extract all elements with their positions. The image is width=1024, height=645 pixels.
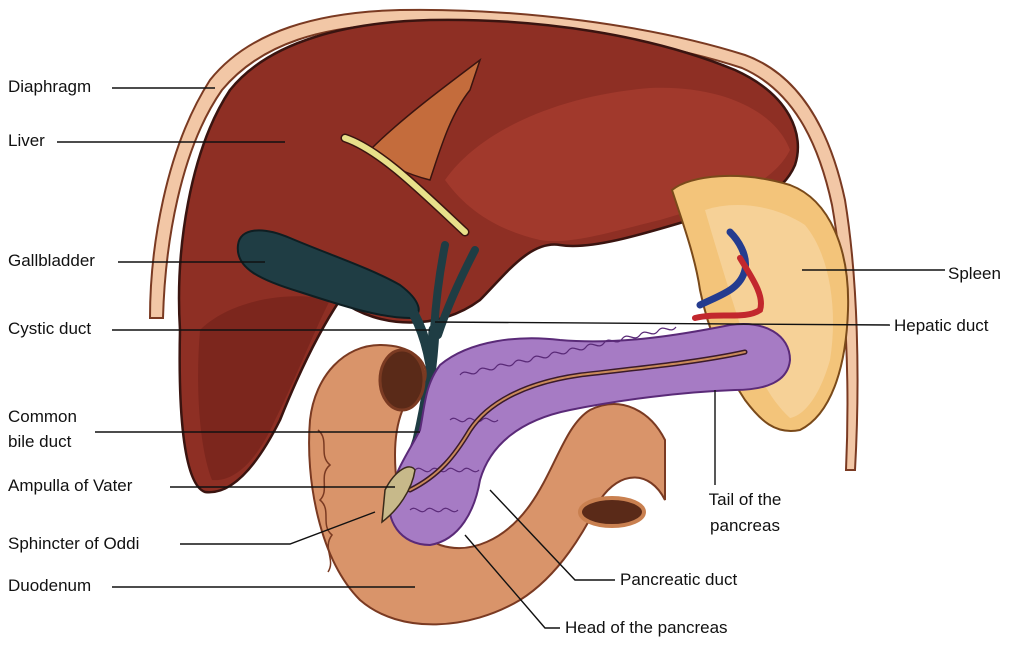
label-diaphragm: Diaphragm xyxy=(8,77,92,96)
label-tail-of-pancreas-line1: Tail of the xyxy=(708,490,782,509)
duodenum-shape xyxy=(308,343,666,626)
label-gallbladder: Gallbladder xyxy=(8,251,95,270)
hepatic-ducts-path xyxy=(430,241,479,339)
leader-line-sphincter xyxy=(180,511,376,545)
duodenum-folds xyxy=(317,429,334,573)
splenic-artery xyxy=(692,255,764,321)
leader-line-head xyxy=(464,534,560,629)
duodenum-upper-opening xyxy=(378,348,426,412)
label-tail-of-pancreas-line2: pancreas xyxy=(710,516,780,535)
label-common-bile-duct-line1: Common xyxy=(8,407,77,426)
label-head-of-pancreas: Head of the pancreas xyxy=(565,618,728,637)
leader-line-pancreatic-duct xyxy=(489,489,615,581)
leader-line-hepatic-duct xyxy=(434,321,891,326)
label-common-bile-duct-line2: bile duct xyxy=(8,432,72,451)
label-liver: Liver xyxy=(8,131,45,150)
liver-lower-shading xyxy=(198,296,330,481)
label-pancreatic-duct: Pancreatic duct xyxy=(620,570,738,589)
label-cystic-duct: Cystic duct xyxy=(8,319,92,338)
label-hepatic-duct: Hepatic duct xyxy=(894,316,989,335)
spleen-inner xyxy=(705,205,833,418)
ampulla-shape xyxy=(381,466,416,524)
label-duodenum: Duodenum xyxy=(8,576,92,595)
duodenum-end-opening xyxy=(578,496,646,528)
leader-lines xyxy=(57,87,945,629)
label-ampulla-of-vater: Ampulla of Vater xyxy=(8,476,133,495)
label-sphincter-of-oddi: Sphincter of Oddi xyxy=(8,534,140,553)
label-spleen: Spleen xyxy=(948,264,1001,283)
gallbladder-shape xyxy=(236,229,420,320)
pancreas-texture xyxy=(409,326,677,513)
